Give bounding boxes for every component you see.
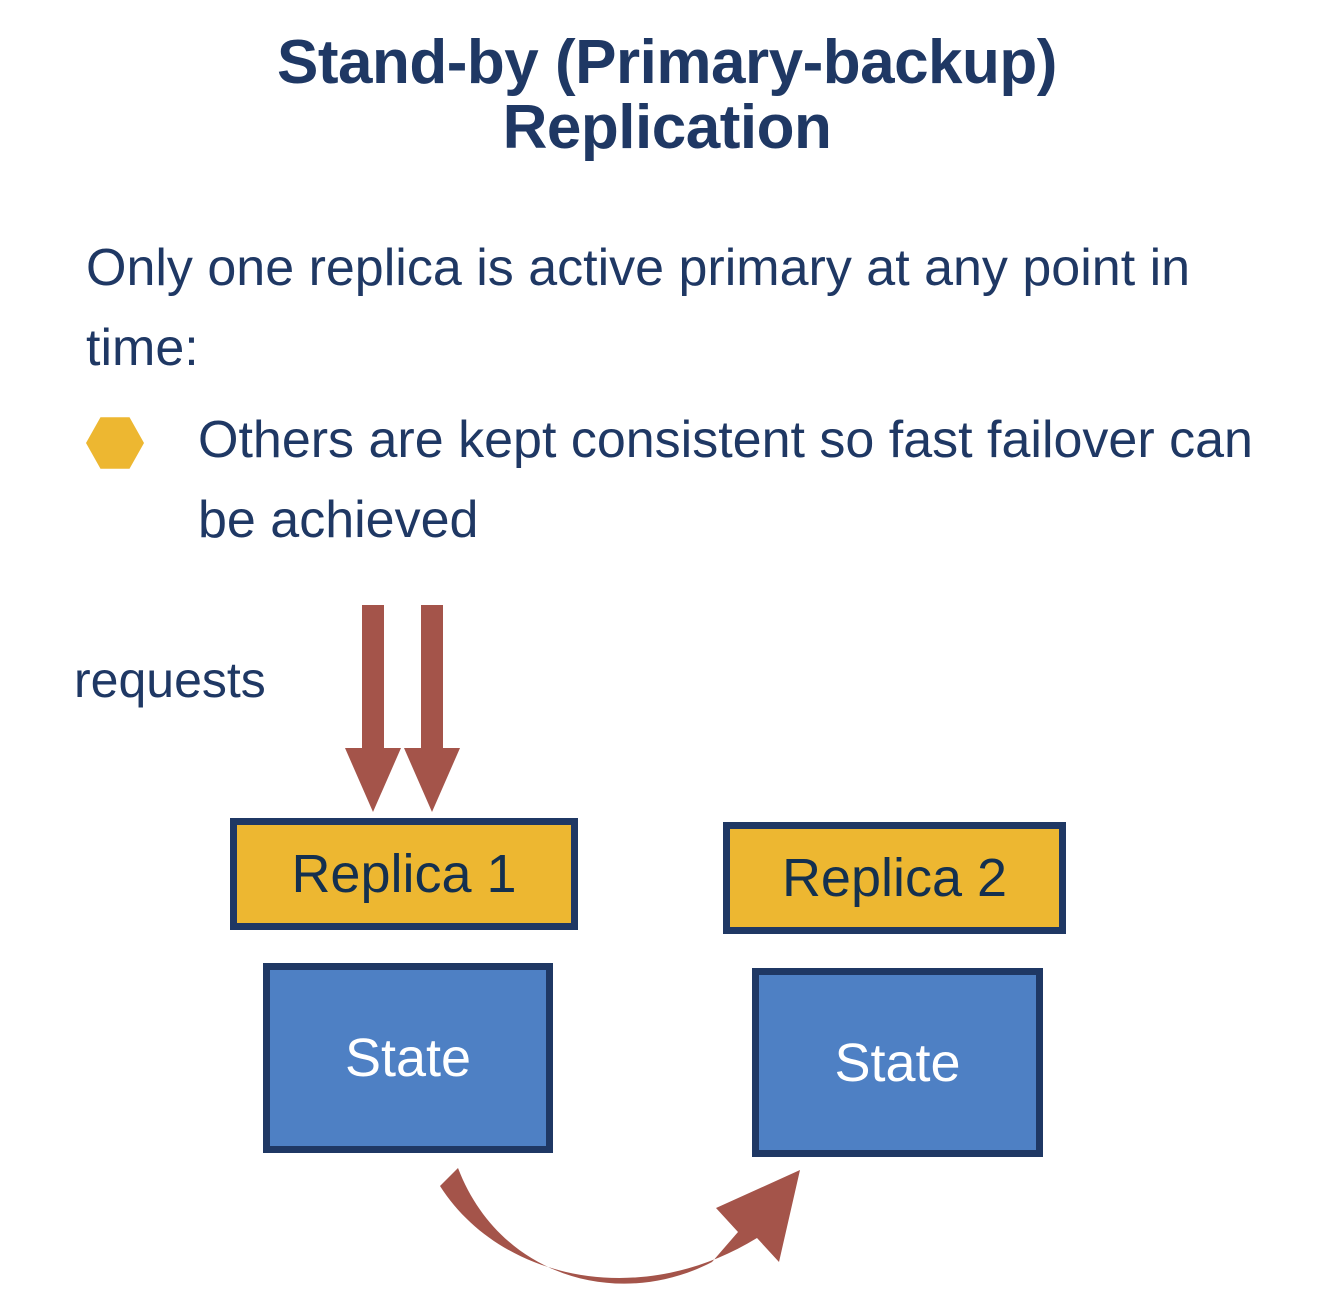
state-replication-arrow-icon: [440, 1168, 800, 1284]
node-replica-1-label: Replica 1: [291, 844, 517, 904]
node-replica-2-label: Replica 2: [781, 848, 1008, 908]
hexagon-bullet-icon: [86, 417, 144, 469]
node-replica-2[interactable]: Replica 2: [723, 822, 1066, 934]
node-replica-1[interactable]: Replica 1: [230, 818, 578, 930]
bullet-primary-statement: Only one replica is active primary at an…: [86, 239, 1191, 378]
node-state-1[interactable]: State: [263, 963, 553, 1153]
node-state-1-label: State: [344, 1028, 472, 1088]
node-state-2[interactable]: State: [752, 968, 1043, 1157]
requests-label: requests: [74, 652, 266, 708]
request-arrow-down-left-icon: [345, 605, 401, 812]
page-title: Stand-by (Primary-backup) Replication: [277, 28, 1057, 163]
bullet-sub-item-label: Others are kept consistent so fast failo…: [198, 411, 1253, 550]
node-state-2-label: State: [834, 1032, 961, 1093]
bullet-sub-item: Others are kept consistent so fast failo…: [86, 400, 1266, 560]
request-arrow-down-right-icon: [404, 605, 460, 812]
